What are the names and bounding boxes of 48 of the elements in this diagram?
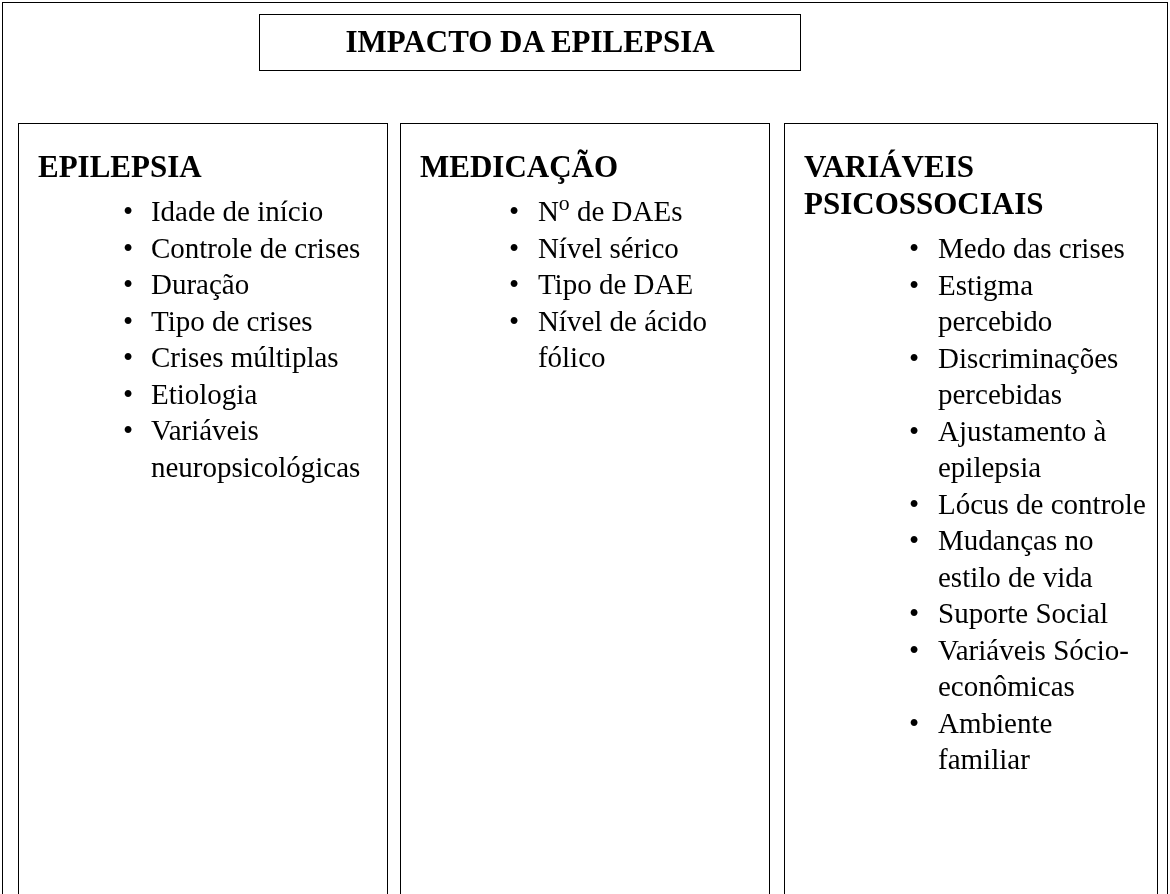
bullet-marker: • (909, 267, 921, 303)
column-heading: EPILEPSIA (38, 148, 203, 185)
list-item: Estigma percebido (938, 267, 1054, 339)
list-item: Mudanças no estilo de vida (938, 523, 1095, 595)
list-item: Discriminações percebidas (938, 340, 1120, 412)
list-item: Duração (150, 267, 251, 302)
list-item: Idade de início (150, 194, 325, 229)
title-box (259, 14, 801, 71)
list-item: Ajustamento à epilepsia (938, 413, 1108, 485)
column-box (400, 123, 770, 894)
list-item: Controle de crises (150, 230, 362, 266)
bullet-marker: • (123, 413, 135, 448)
bullet-marker: • (909, 632, 921, 668)
bullet-marker: • (909, 486, 921, 522)
bullet-marker: • (909, 413, 921, 449)
column-heading: VARIÁVEIS PSICOSSOCIAIS (804, 148, 1045, 222)
list-item: Suporte Social (938, 596, 1109, 631)
list-item: Tipo de DAE (537, 267, 695, 302)
bullet-marker: • (909, 523, 921, 558)
bullet-marker: • (123, 230, 135, 266)
bullet-marker: • (123, 267, 135, 302)
list-item: N$^{o}$ de DAEs (537, 193, 684, 229)
bullet-marker: • (123, 194, 135, 229)
bullet-marker: • (509, 303, 521, 339)
list-item: Crises múltiplas (150, 340, 340, 375)
list-item: Tipo de crises (150, 303, 314, 339)
bullet-marker: • (123, 376, 135, 412)
list-item: Variáveis Sócio-econômicas (938, 632, 1130, 704)
list-item: Ambiente familiar (938, 705, 1054, 777)
list-item: Nível sérico (537, 230, 680, 266)
column-box (784, 123, 1158, 894)
list-item: Lócus de controle (938, 486, 1147, 522)
list-item: Medo das crises (938, 231, 1126, 266)
column-heading: MEDICAÇÃO (420, 148, 620, 185)
bullet-marker: • (123, 340, 135, 375)
column-box (18, 123, 388, 894)
bullet-marker: • (909, 705, 921, 741)
bullet-marker: • (509, 267, 521, 302)
bullet-marker: • (509, 194, 521, 229)
bullet-marker: • (909, 596, 921, 631)
bullet-marker: • (909, 231, 921, 266)
bullet-marker: • (509, 230, 521, 266)
list-item: Variáveis neuropsicológicas (150, 413, 362, 485)
title-text: IMPACTO DA EPILEPSIA (345, 23, 715, 62)
list-item: Etiologia (150, 376, 259, 412)
list-item: Nível de ácido fólico (537, 303, 708, 375)
bullet-marker: • (909, 340, 921, 376)
bullet-marker: • (123, 303, 135, 339)
